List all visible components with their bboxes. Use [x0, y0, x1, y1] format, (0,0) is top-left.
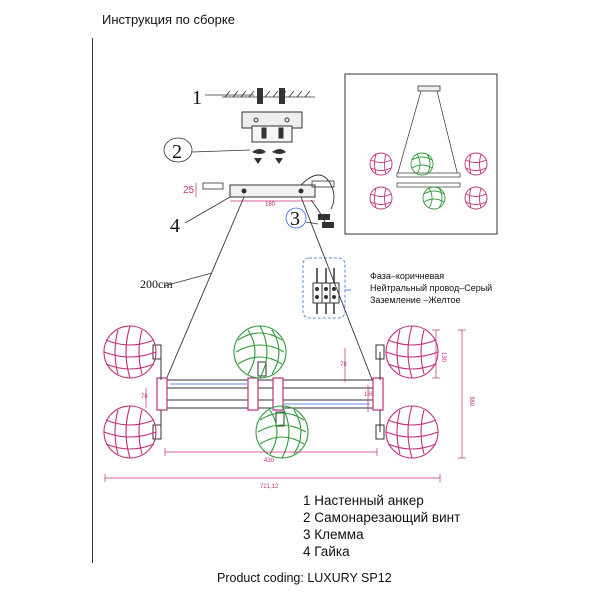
dim-small-b: 78 [141, 394, 148, 400]
legend-item-nut: 4 Гайка [303, 544, 350, 559]
dim-canopy-width: 180 [265, 202, 276, 208]
product-code: Product coding: LUXURY SP12 [217, 571, 392, 585]
callout-3: 3 [290, 208, 300, 230]
globe-pink-top-right [385, 325, 439, 379]
parts-legend: 1 Настенный анкер 2 Самонарезающий винт … [303, 492, 460, 560]
globe-green-top [233, 325, 287, 379]
dim-canopy-height: 25 [183, 185, 195, 196]
globe-pink-bottom-left [103, 405, 157, 459]
callout-1: 1 [192, 87, 202, 109]
lamp-holders [152, 344, 385, 440]
wiring-detail [302, 257, 351, 319]
globe-pink-top-left [103, 325, 157, 379]
inset-preview [344, 73, 498, 235]
callout-4: 4 [170, 215, 180, 237]
self-tapping-screw-icon [252, 149, 286, 164]
dim-small-c: 160 [364, 392, 375, 398]
page-title: Инструкция по сборке [102, 12, 235, 27]
fixture-frame [156, 377, 384, 411]
cable-length-label: 200cm [140, 277, 173, 291]
dim-bar-length: 430 [264, 458, 275, 464]
ceiling-hatch [222, 90, 315, 98]
callout-4-leader [184, 196, 231, 224]
callout-2: 2 [172, 141, 182, 163]
canopy-plate [202, 180, 335, 198]
callout-3-circle [285, 207, 307, 229]
dim-total-height: 380 [468, 396, 474, 407]
suspension-cable-right [300, 196, 374, 383]
terminal-block-icon [318, 214, 334, 228]
legend-item-anchor: 1 Настенный анкер [303, 493, 424, 508]
callout-3-leader [305, 221, 319, 225]
suspension-cable-left [164, 196, 245, 383]
legend-item-terminal: 3 Клемма [303, 527, 364, 542]
callout-2-circle [163, 137, 193, 163]
globe-pink-bottom-right [385, 405, 439, 459]
wiring-neutral: Нейтральный провод–Серый [370, 283, 493, 293]
wiring-phase: Фаза–коричневая [370, 271, 445, 281]
mounting-bracket [241, 111, 303, 143]
callout-2-leader [191, 149, 251, 153]
globe-green-bottom [255, 405, 309, 459]
dim-small-a: 78 [340, 362, 347, 368]
dim-globe-height: 130 [440, 352, 446, 363]
power-cable-2 [310, 199, 326, 223]
dimension-lines [104, 329, 466, 482]
dim-total-width: 721,12 [260, 484, 279, 490]
frame-left-border [92, 38, 93, 563]
legend-item-screw: 2 Самонарезающий винт [303, 510, 461, 525]
power-cable [300, 174, 335, 210]
wiring-ground: Заземление –Желтое [370, 295, 461, 305]
wall-anchor-icon [257, 88, 285, 104]
cable-length-leader [163, 272, 213, 287]
canopy-dimension [195, 183, 315, 202]
wiring-legend: Фаза–коричневая Нейтральный провод–Серый… [370, 270, 492, 306]
